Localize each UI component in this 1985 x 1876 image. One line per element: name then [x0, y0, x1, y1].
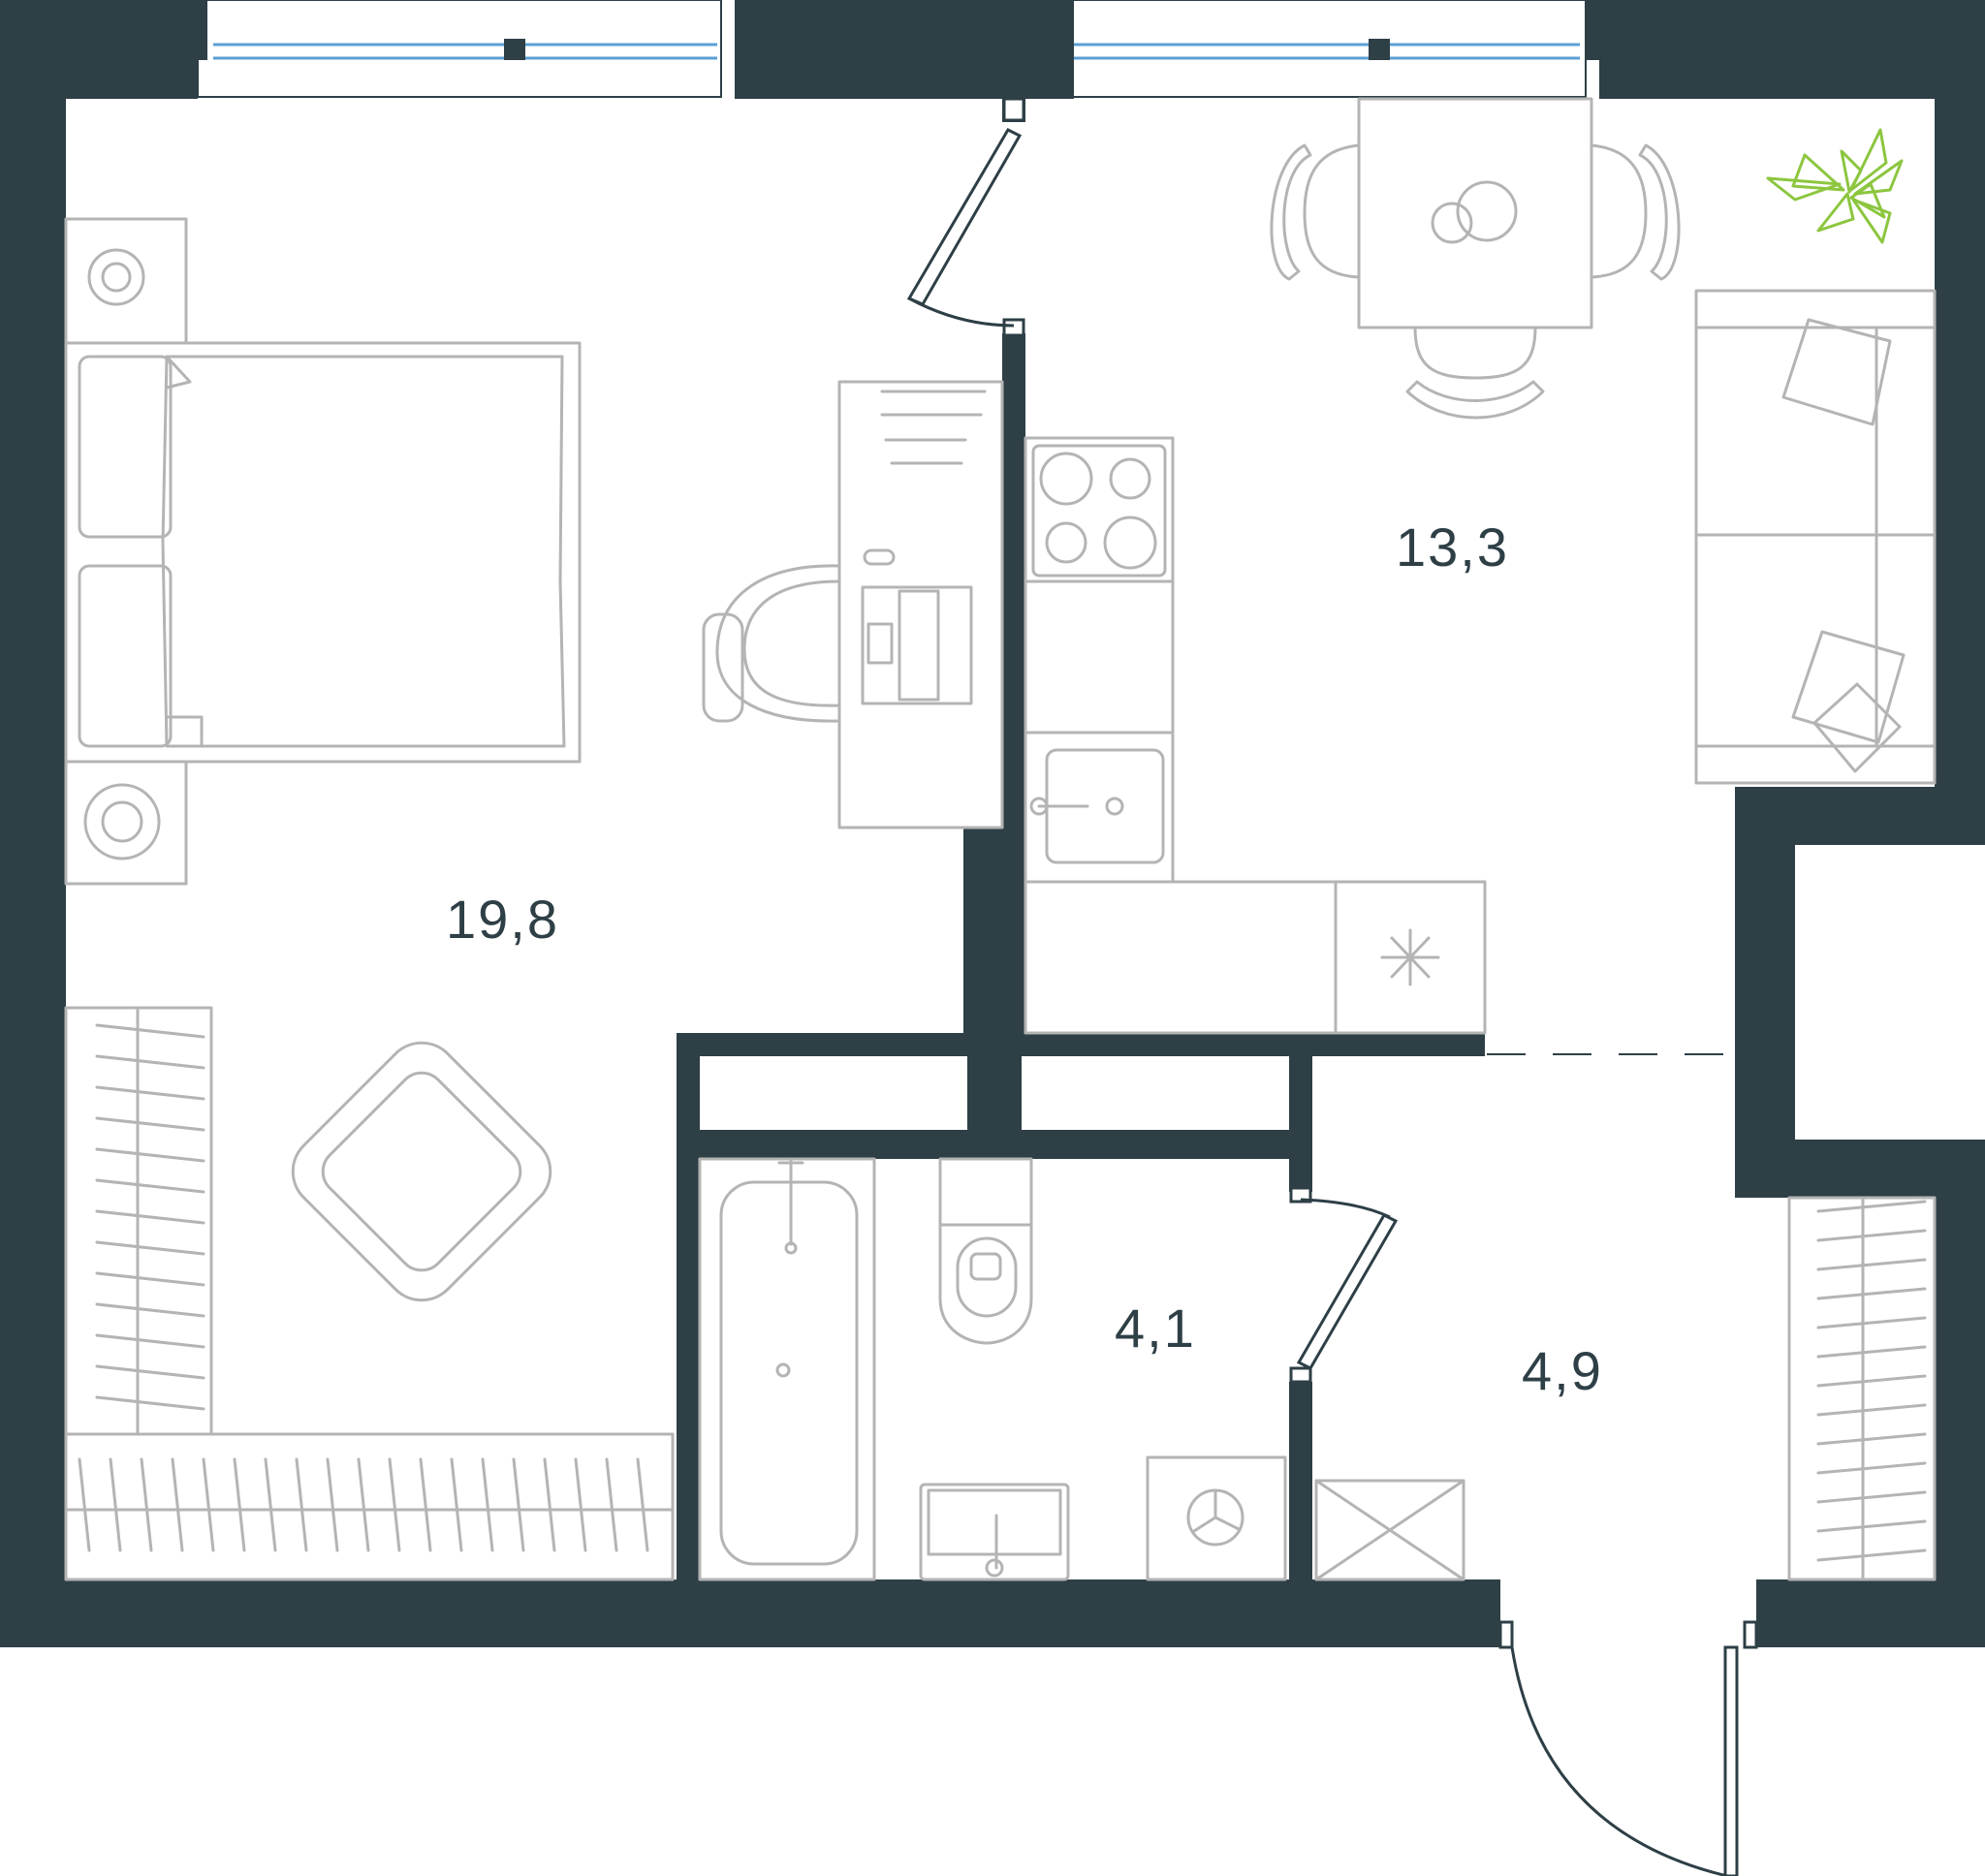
sofa: [1694, 289, 1937, 785]
area-label-hallway: 4,9: [1522, 1340, 1603, 1401]
hatch-line: [1816, 1287, 1927, 1300]
hatch-line: [481, 1457, 494, 1552]
door-bedroom: [906, 97, 1025, 337]
hatch-line: [543, 1457, 556, 1552]
sink: [919, 1483, 1070, 1581]
hatch-line: [1816, 1548, 1927, 1562]
hatch-line: [295, 1457, 308, 1552]
hatch-line: [512, 1457, 525, 1552]
hatch-line: [95, 1395, 205, 1411]
area-label-bedroom: 19,8: [446, 889, 559, 950]
hatch-line: [78, 1457, 91, 1552]
hatch-line: [95, 1023, 205, 1039]
hatch-line: [574, 1457, 587, 1552]
desk: [837, 380, 1004, 829]
hatch-line: [95, 1054, 205, 1070]
hatch-line: [1816, 1258, 1927, 1271]
hatch-line: [95, 1085, 205, 1101]
hatch-line: [95, 1178, 205, 1194]
hatch-line: [419, 1457, 432, 1552]
hatch-line: [95, 1116, 205, 1132]
desk-chair: [702, 564, 841, 723]
hatch-line: [357, 1457, 370, 1552]
walls: [0, 0, 1985, 1647]
hatch-line: [605, 1457, 618, 1552]
bed: [64, 341, 582, 764]
hatch-line: [1816, 1490, 1927, 1504]
hatch-line: [233, 1457, 246, 1552]
hatch-line: [1816, 1432, 1927, 1446]
area-label-bathroom: 4,1: [1115, 1298, 1196, 1359]
hatch-line: [636, 1457, 649, 1552]
nightstand-bottom: [64, 760, 188, 886]
hatch-line: [95, 1240, 205, 1256]
nightstand-top: [64, 217, 188, 345]
hatch-line: [95, 1364, 205, 1380]
plant: [1766, 128, 1904, 244]
fridge: [1334, 880, 1487, 1035]
window-right: [1059, 0, 1587, 98]
door-bathroom: [1289, 1186, 1399, 1384]
hatch-line: [1816, 1316, 1927, 1329]
hatch-line: [202, 1457, 215, 1552]
door-entrance: [1498, 1620, 1758, 1876]
hatch-line: [1816, 1461, 1927, 1475]
hatch-line: [1816, 1519, 1927, 1533]
shoe-cabinet: [1314, 1479, 1465, 1581]
hatch-line: [95, 1147, 205, 1163]
bathtub: [698, 1157, 876, 1581]
hatch-line: [171, 1457, 184, 1552]
hatch-line: [95, 1302, 205, 1318]
rug: [291, 1041, 552, 1302]
hatch-line: [450, 1457, 463, 1552]
dining-table: [1270, 97, 1681, 420]
wardrobe-left: [64, 1006, 213, 1436]
wardrobe-hallway: [1787, 1196, 1937, 1581]
window-left: [197, 0, 722, 98]
hatch-line: [1816, 1200, 1927, 1213]
hatch-line: [326, 1457, 339, 1552]
toilet: [938, 1157, 1033, 1345]
hatch-line: [1816, 1403, 1927, 1417]
area-label-kitchen-living: 13,3: [1396, 516, 1509, 578]
hatch-line: [1816, 1374, 1927, 1388]
hatch-line: [140, 1457, 153, 1552]
hatch-line: [109, 1457, 122, 1552]
hatch-line: [1816, 1345, 1927, 1359]
hatch-line: [264, 1457, 277, 1552]
hatch-line: [95, 1333, 205, 1349]
hatch-line: [95, 1271, 205, 1287]
washing-machine: [1146, 1455, 1287, 1581]
hatch-line: [1816, 1229, 1927, 1242]
wardrobe-bottom: [64, 1432, 675, 1581]
hatch-line: [95, 1209, 205, 1225]
hatch-line: [388, 1457, 401, 1552]
stove: [1024, 436, 1175, 583]
